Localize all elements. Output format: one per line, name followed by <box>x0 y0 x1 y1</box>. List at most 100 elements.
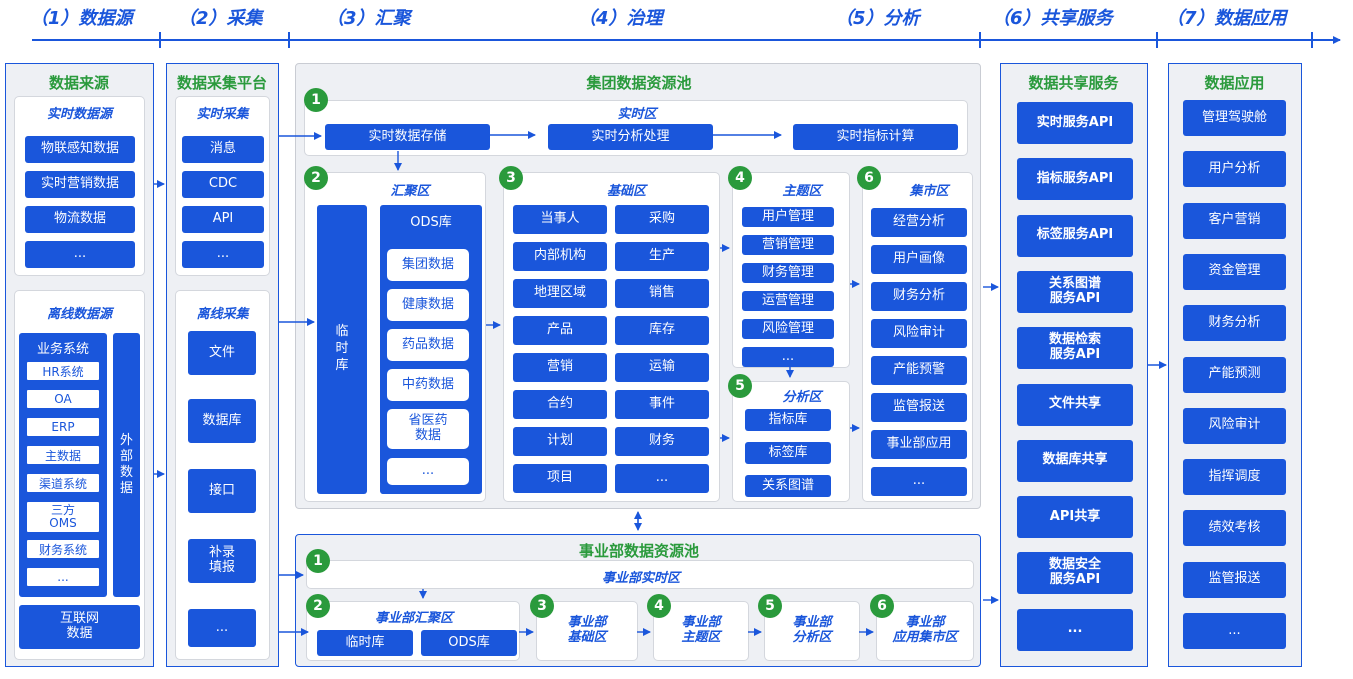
step-number-5: 5 <box>728 374 752 398</box>
agg-zone-title: 汇聚区 <box>390 184 430 199</box>
collect-column: 数据采集平台 实时采集 消息 CDC API ... 离线采集 文件 数据库 接… <box>166 63 279 667</box>
share-service-item: 文件共享 <box>1017 383 1133 426</box>
collect-item: ... <box>188 609 256 647</box>
phase-5: （5）分析 <box>835 8 920 29</box>
base-item: 销售 <box>615 279 709 308</box>
base-item: 项目 <box>513 464 607 493</box>
collect-item: 接口 <box>188 469 256 513</box>
offline-source-panel: 离线数据源 业务系统 HR系统 OA ERP 主数据 渠道系统 三方 OMS 财… <box>14 290 145 660</box>
base-item: 营销 <box>513 353 607 382</box>
collect-item: 文件 <box>188 331 256 375</box>
group-realtime-title: 实时区 <box>617 107 657 122</box>
division-realtime-title: 事业部实时区 <box>601 571 680 586</box>
group-pool-title: 集团数据资源池 <box>586 74 692 92</box>
source-item: 物联感知数据 <box>25 136 135 163</box>
division-pool-title: 事业部数据资源池 <box>578 542 699 560</box>
division-step-number-4: 4 <box>647 594 671 618</box>
topic-item: 运营管理 <box>742 291 834 311</box>
step-number-3: 3 <box>499 166 523 190</box>
division-agg-zone: 事业部汇聚区 临时库 ODS库 <box>306 601 520 661</box>
collect-item: 数据库 <box>188 399 256 443</box>
share-service-item: 实时服务API <box>1017 102 1133 144</box>
ods-db: ODS库 集团数据 健康数据 药品数据 中药数据 省医药 数据 ... <box>380 205 482 494</box>
agg-zone: 汇聚区 临 时 库 ODS库 集团数据 健康数据 药品数据 中药数据 省医药 数… <box>304 172 486 502</box>
group-realtime-zone: 实时区 实时数据存储 实时分析处理 实时指标计算 <box>304 100 968 156</box>
ods-item: 集团数据 <box>387 249 469 281</box>
step-number-1: 1 <box>304 88 328 112</box>
realtime-source-title: 实时数据源 <box>46 107 112 122</box>
ods-item: 药品数据 <box>387 329 469 361</box>
biz-item: ERP <box>26 417 100 437</box>
app-item: 用户分析 <box>1183 151 1286 188</box>
share-service-item: 数据库共享 <box>1017 439 1133 482</box>
base-item: 运输 <box>615 353 709 382</box>
base-item: 产品 <box>513 316 607 345</box>
mart-item: ... <box>871 467 967 496</box>
realtime-collect-panel: 实时采集 消息 CDC API ... <box>175 96 270 276</box>
realtime-indicator: 实时指标计算 <box>793 124 958 150</box>
base-zone: 基础区 当事人采购内部机构生产地理区域销售产品库存营销运输合约事件计划财务项目.… <box>503 172 720 502</box>
phase-2: （2）采集 <box>178 8 263 29</box>
base-item: 财务 <box>615 427 709 456</box>
ods-title: ODS库 <box>410 215 452 230</box>
analysis-zone: 分析区 指标库 标签库 关系图谱 <box>732 381 850 502</box>
biz-item: OA <box>26 389 100 409</box>
share-service-item: API共享 <box>1017 496 1133 539</box>
biz-system-panel: 业务系统 HR系统 OA ERP 主数据 渠道系统 三方 OMS 财务系统 ..… <box>19 333 107 597</box>
analysis-item: 关系图谱 <box>745 475 831 497</box>
division-analysis-zone: 事业部 分析区 <box>764 601 860 661</box>
mart-item: 财务分析 <box>871 282 967 311</box>
base-item: 合约 <box>513 390 607 419</box>
app-item: 财务分析 <box>1183 305 1286 342</box>
topic-item: 用户管理 <box>742 207 834 227</box>
topic-item: 风险管理 <box>742 319 834 339</box>
biz-item: 财务系统 <box>26 539 100 559</box>
division-base-zone: 事业部 基础区 <box>536 601 638 661</box>
phase-1: （1）数据源 <box>30 8 133 29</box>
share-service-item: 指标服务API <box>1017 158 1133 201</box>
step-number-4: 4 <box>728 166 752 190</box>
base-item: 计划 <box>513 427 607 456</box>
realtime-collect-title: 实时采集 <box>196 107 249 122</box>
topic-zone-title: 主题区 <box>782 184 822 199</box>
biz-item: 主数据 <box>26 445 100 465</box>
analysis-item: 标签库 <box>745 442 831 464</box>
phase-7: （7）数据应用 <box>1166 8 1287 29</box>
analysis-item: 指标库 <box>745 409 831 431</box>
offline-collect-title: 离线采集 <box>196 307 249 322</box>
biz-item: HR系统 <box>26 361 100 381</box>
mart-item: 用户画像 <box>871 245 967 274</box>
apps-column: 数据应用 管理驾驶舱用户分析客户营销资金管理财务分析产能预测风险审计指挥调度绩效… <box>1168 63 1302 667</box>
group-pool: 集团数据资源池 实时区 实时数据存储 实时分析处理 实时指标计算 汇聚区 临 时… <box>295 63 981 509</box>
collect-item: 消息 <box>182 136 264 163</box>
mart-zone: 集市区 经营分析用户画像财务分析风险审计产能预警监管报送事业部应用... <box>862 172 973 502</box>
mart-item: 经营分析 <box>871 208 967 237</box>
realtime-source-panel: 实时数据源 物联感知数据 实时营销数据 物流数据 ... <box>14 96 145 276</box>
apps-title: 数据应用 <box>1204 74 1265 92</box>
temp-db: 临 时 库 <box>317 205 367 494</box>
collect-item: ... <box>182 241 264 268</box>
biz-system-title: 业务系统 <box>36 342 89 357</box>
app-item: ... <box>1183 613 1286 649</box>
biz-item: 三方 OMS <box>26 501 100 533</box>
division-pool: 事业部数据资源池 事业部实时区 事业部汇聚区 临时库 ODS库 事业部 基础区 … <box>295 534 981 667</box>
division-step-number-6: 6 <box>870 594 894 618</box>
topic-item: 营销管理 <box>742 235 834 255</box>
biz-item: ... <box>26 567 100 587</box>
app-item: 绩效考核 <box>1183 510 1286 547</box>
base-item: 事件 <box>615 390 709 419</box>
source-item: 实时营销数据 <box>25 171 135 198</box>
mart-item: 风险审计 <box>871 319 967 348</box>
biz-item: 渠道系统 <box>26 473 100 493</box>
division-step-number-3: 3 <box>530 594 554 618</box>
mart-item: 产能预警 <box>871 356 967 385</box>
phase-4: （4）治理 <box>578 8 663 29</box>
division-ods-db: ODS库 <box>421 630 517 656</box>
division-step-number-5: 5 <box>758 594 782 618</box>
app-item: 管理驾驶舱 <box>1183 100 1286 136</box>
data-source-title: 数据来源 <box>48 74 109 92</box>
division-realtime-zone: 事业部实时区 <box>306 560 974 589</box>
app-item: 产能预测 <box>1183 356 1286 393</box>
